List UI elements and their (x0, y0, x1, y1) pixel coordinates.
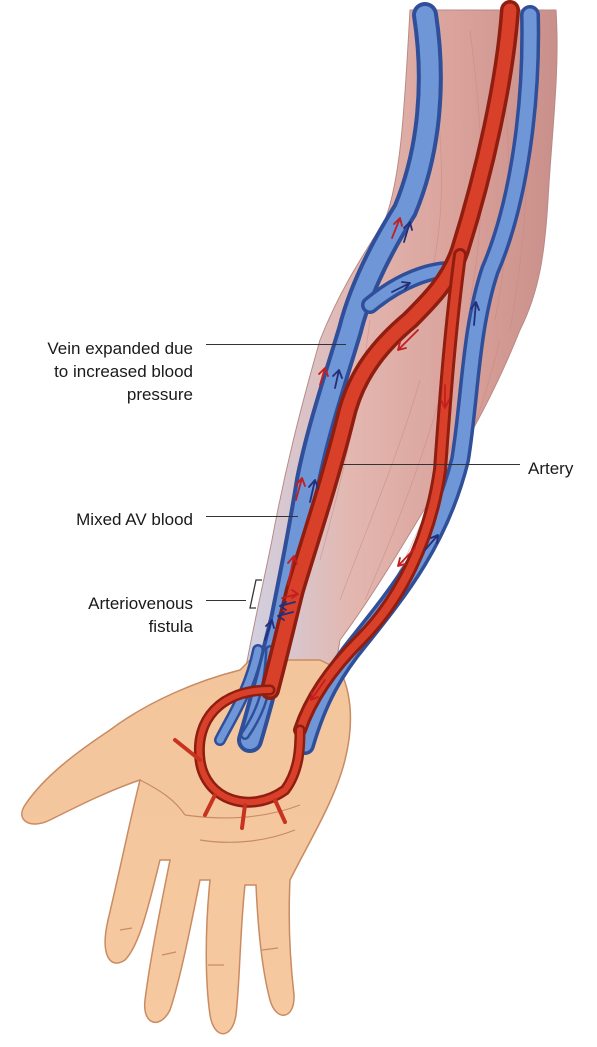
fistula-leader-line (206, 600, 246, 601)
vein-label-line3: pressure (0, 383, 193, 406)
fistula-label-line1: Arteriovenous (0, 592, 193, 615)
arteriovenous-fistula-label: Arteriovenous fistula (0, 592, 193, 638)
vein-label-line1: Vein expanded due (0, 337, 193, 360)
fistula-label-line2: fistula (0, 615, 193, 638)
mixed-av-blood-label: Mixed AV blood (0, 508, 193, 531)
vein-leader-line (206, 344, 346, 345)
vein-expanded-label: Vein expanded due to increased blood pre… (0, 337, 193, 406)
vein-label-line2: to increased blood (0, 360, 193, 383)
artery-label: Artery (528, 457, 573, 480)
mixed-leader-line (206, 516, 298, 517)
artery-leader-line (342, 464, 520, 465)
